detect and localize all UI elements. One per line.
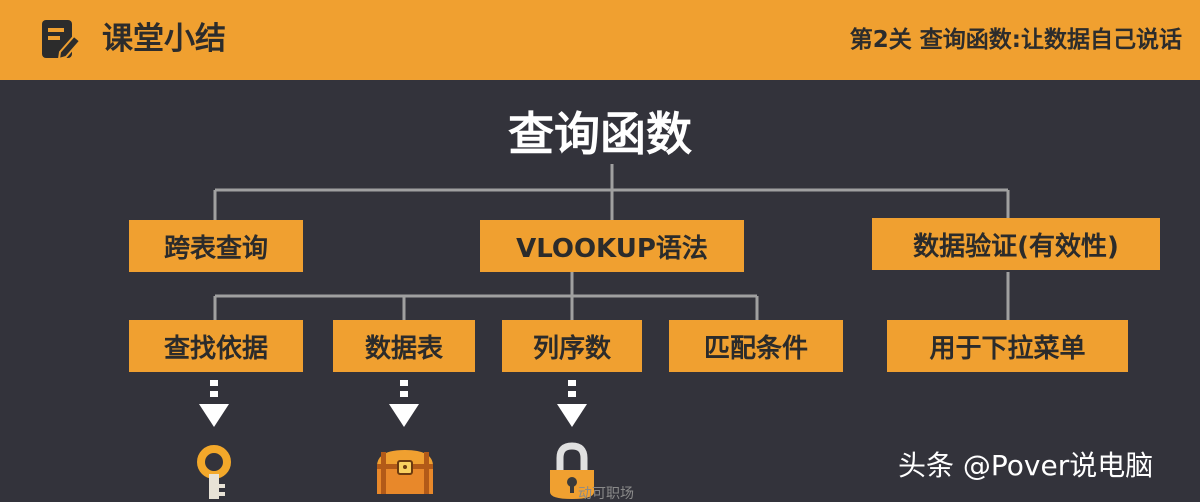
treasure-chest-icon <box>377 450 433 494</box>
header-bar: 课堂小结 第2关 查询函数:让数据自己说话 <box>0 0 1200 80</box>
node-table-array: 数据表 <box>333 320 475 372</box>
node-lookup-value: 查找依据 <box>129 320 303 372</box>
diagram-root: 查询函数 <box>508 107 692 161</box>
watermark: 头条 @Pover说电脑 <box>898 449 1154 482</box>
arrow-down-icon <box>557 380 587 427</box>
header-title: 课堂小结 <box>102 21 226 57</box>
arrow-down-icon <box>389 380 419 427</box>
key-icon <box>197 445 231 499</box>
node-dropdown-menu: 用于下拉菜单 <box>887 320 1128 372</box>
notepad-pen-icon <box>42 20 82 61</box>
node-vlookup-syntax: VLOOKUP语法 <box>480 220 744 272</box>
node-column-index: 列序数 <box>502 320 642 372</box>
node-data-validation: 数据验证(有效性) <box>872 218 1160 270</box>
faint-caption: 动可职场 <box>578 486 634 502</box>
lesson-subtitle: 第2关 查询函数:让数据自己说话 <box>849 27 1182 53</box>
arrow-down-icon <box>199 380 229 427</box>
node-cross-table-query: 跨表查询 <box>129 220 303 272</box>
padlock-icon <box>550 442 594 499</box>
node-match-type: 匹配条件 <box>669 320 843 372</box>
